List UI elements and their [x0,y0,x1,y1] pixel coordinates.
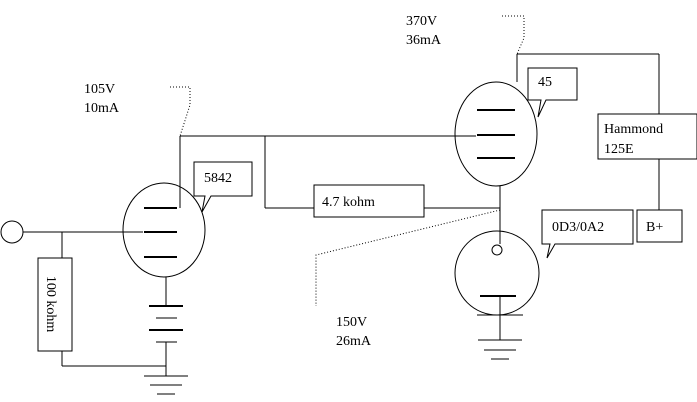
stage1-tube-label: 5842 [204,171,232,186]
top-rail [180,135,500,209]
regulator-annotation: 150V 26mA [315,209,501,349]
transformer-model: Hammond [604,122,663,137]
regulator-current: 26mA [336,334,372,349]
regulator-voltage: 150V [336,315,367,330]
stage2-tube-label: 45 [538,75,552,90]
series-resistor-label: 4.7 kohm [322,195,375,210]
stage2-callout: 45 [527,67,578,118]
transformer-number: 125E [604,142,634,157]
stage2-voltage: 370V [406,14,437,29]
grid-resistor-label: 100 kohm [43,276,58,333]
input-jack [0,220,24,244]
regulator-callout: 0D3/0A2 [541,209,634,259]
tube-regulator [454,230,540,340]
ground-symbol-stage1 [144,375,188,395]
tube-stage1 [122,182,206,278]
stage2-current: 36mA [406,33,442,48]
grid-resistor: 100 kohm [37,257,73,352]
stage1-voltage: 105V [84,82,115,97]
output-transformer: Hammond 125E [597,113,697,210]
cathode-bias-battery [149,305,183,343]
stage1-wiring [165,136,181,376]
stage1-callout: 5842 [193,161,253,213]
supply-label: B+ [646,220,663,235]
stage1-current: 10mA [84,101,120,116]
ground-symbol-regulator [478,339,522,360]
stage2-annotation: 370V 36mA [406,14,525,55]
regulator-tube-label: 0D3/0A2 [552,220,604,235]
supply-terminal: B+ [636,209,683,243]
stage1-annotation: 105V 10mA [84,82,191,137]
stage2-wiring [499,53,660,244]
tube-stage2 [454,81,538,187]
series-resistor: 4.7 kohm [313,184,425,218]
